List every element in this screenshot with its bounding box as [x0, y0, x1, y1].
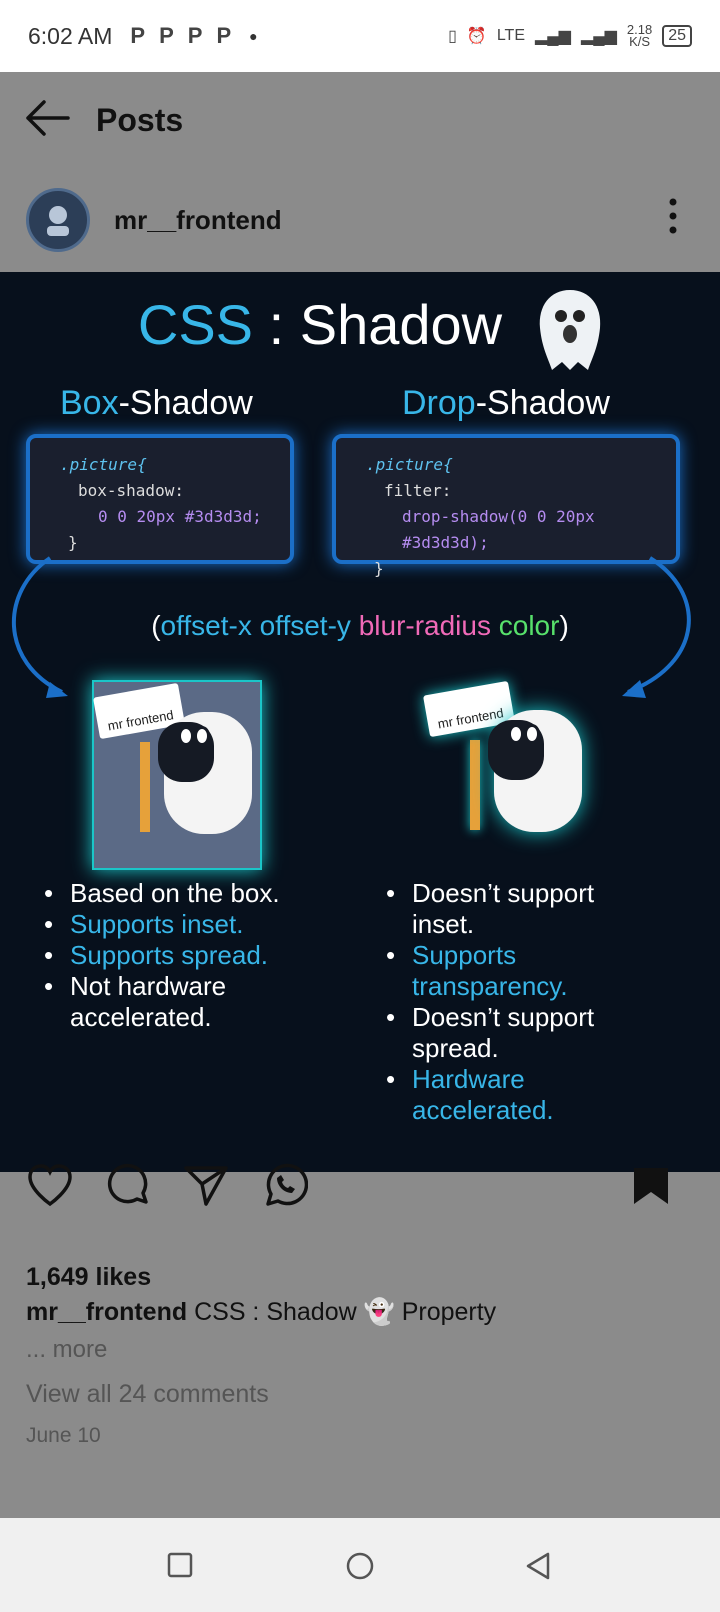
post-image[interactable]: CSS : Shadow Box-Shadow Drop-Shadow .pic…	[0, 272, 720, 1172]
sheep-face	[488, 720, 544, 780]
sign-stick	[470, 740, 480, 830]
post-username[interactable]: mr__frontend	[114, 204, 282, 235]
box-shadow-illustration: mr frontend	[92, 680, 262, 870]
post-image-title: CSS : Shadow	[137, 293, 503, 356]
circle-nav-icon[interactable]	[345, 1551, 375, 1586]
list-item: Supports transparency.	[386, 940, 656, 1002]
arrows	[11, 556, 691, 698]
battery-icon: 25	[662, 25, 692, 47]
sign-stick	[140, 742, 150, 832]
box-shadow-code: .picture{ box-shadow: 0 0 20px #3d3d3d; …	[26, 434, 294, 564]
more-link[interactable]: ... more	[26, 1336, 108, 1363]
notification-icon: P	[159, 23, 174, 48]
list-item: Doesn’t support inset.	[386, 878, 656, 940]
back-arrow-icon[interactable]	[24, 99, 70, 141]
list-item: Supports inset.	[44, 909, 344, 940]
notification-icon: P	[187, 23, 203, 48]
status-right: ▯ ⏰ LTE ▂▄▆ ▂▄▆ 2.18 K/S 25	[448, 22, 692, 49]
list-item: Supports spread.	[44, 940, 344, 971]
list-item: Based on the box.	[44, 878, 344, 909]
more-notifications-dot: ●	[249, 28, 258, 44]
like-count[interactable]: 1,649 likes	[26, 1263, 152, 1291]
notification-icon: P	[216, 23, 232, 48]
alarm-icon: ⏰	[466, 28, 487, 45]
share-icon[interactable]	[182, 1162, 230, 1213]
list-item: Not hardware accelerated.	[44, 971, 344, 1033]
list-item: Doesn’t support spread.	[386, 1002, 656, 1064]
sheep-face	[158, 722, 214, 782]
drop-shadow-code: .picture{ filter: drop-shadow(0 0 20px #…	[332, 434, 680, 578]
net-speed: 2.18 K/S	[626, 22, 653, 49]
post-header: mr__frontend	[0, 182, 720, 258]
ghost-icon	[525, 284, 615, 379]
box-shadow-heading: Box-Shadow	[60, 384, 253, 422]
post-date: June 10	[26, 1424, 101, 1447]
square-nav-icon[interactable]	[166, 1551, 194, 1584]
notification-icons: P P P P	[130, 23, 231, 49]
list-item: Hardware accelerated.	[386, 1064, 656, 1126]
page-title: Posts	[96, 101, 184, 138]
post-actions	[0, 1162, 720, 1220]
bookmark-icon[interactable]	[632, 1166, 670, 1211]
vibrate-icon: ▯	[448, 28, 457, 45]
view-comments-link[interactable]: View all 24 comments	[26, 1380, 269, 1408]
triangle-nav-icon[interactable]	[524, 1551, 552, 1586]
drop-shadow-heading: Drop-Shadow	[402, 384, 610, 422]
caption-text: CSS : Shadow 👻 Property	[187, 1298, 497, 1326]
system-nav-bar	[0, 1518, 720, 1612]
status-bar: 6:02 AM P P P P ● ▯ ⏰ LTE ▂▄▆ ▂▄▆ 2.18 K…	[0, 0, 720, 72]
network-type: LTE	[496, 27, 525, 44]
box-shadow-points: Based on the box. Supports inset. Suppor…	[44, 878, 344, 1033]
comment-icon[interactable]	[106, 1162, 152, 1213]
whatsapp-icon[interactable]	[260, 1162, 309, 1213]
app-bar: Posts	[0, 72, 720, 168]
drop-shadow-illustration: mr frontend	[423, 680, 594, 870]
status-time: 6:02 AM	[28, 22, 113, 49]
more-options-icon[interactable]	[668, 198, 678, 239]
signal-icon-2: ▂▄▆	[580, 28, 617, 45]
shadow-syntax-legend: (offset-x offset-y blur-radius color)	[151, 610, 569, 641]
post-caption: mr__frontend CSS : Shadow 👻 Property	[26, 1298, 496, 1327]
avatar[interactable]	[26, 188, 90, 252]
signal-icon: ▂▄▆	[534, 28, 571, 45]
heart-icon[interactable]	[26, 1162, 74, 1213]
caption-username[interactable]: mr__frontend	[26, 1298, 188, 1326]
notification-icon: P	[130, 23, 146, 48]
drop-shadow-points: Doesn’t support inset. Supports transpar…	[386, 878, 656, 1126]
